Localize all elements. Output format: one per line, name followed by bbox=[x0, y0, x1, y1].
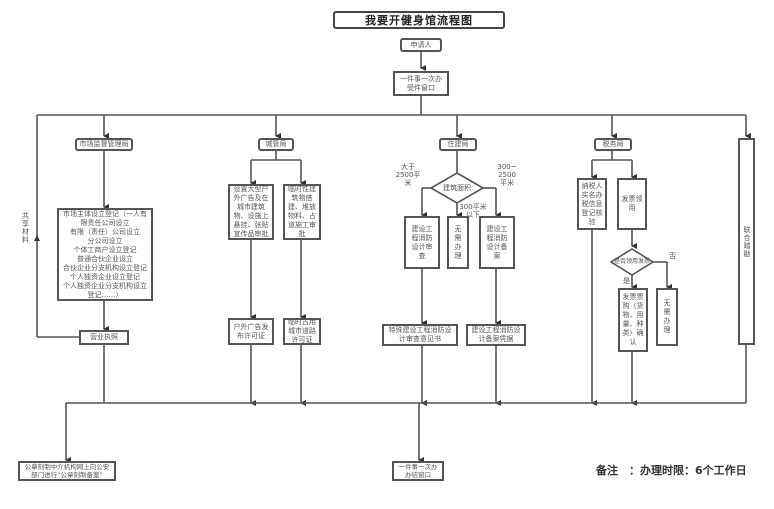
tax-no-item: 无 需 办 理 bbox=[656, 288, 678, 346]
joint-survey-label: 联合踏勘 bbox=[743, 225, 751, 258]
urban-left-result: 户外广告发 布许可证 bbox=[228, 318, 274, 345]
window-top-box: 一件事一次办 受件窗口 bbox=[393, 71, 449, 96]
window-bottom-box: 一件事一次办 办结窗口 bbox=[392, 461, 444, 481]
decision-area-diamond bbox=[429, 172, 485, 204]
business-license-box: 营业执照 bbox=[79, 330, 129, 345]
shared-materials-label: 共 享 材 料 bbox=[22, 212, 29, 244]
housing-right-item: 建设工 程消防 设计备 案 bbox=[479, 216, 515, 269]
urban-right-result: 临时占用 城市道路 许可证 bbox=[283, 318, 321, 345]
applicant-box: 申请人 bbox=[400, 38, 442, 52]
dept-housing: 住建局 bbox=[439, 138, 477, 151]
housing-right-result: 建设工程消防设 计备案凭据 bbox=[466, 324, 526, 346]
tax-yes-label: 是 bbox=[623, 277, 630, 285]
dept-market: 市场监督管理局 bbox=[75, 138, 133, 151]
tax-left-item: 纳税人 实名办 税信息 登记核 验 bbox=[577, 178, 607, 230]
urban-left-item: 设置大型户 外广告及在 城市建筑 物、设施上 悬挂、张贴 宣传品审批 bbox=[228, 184, 274, 240]
joint-survey-box: 联合踏勘 bbox=[738, 138, 755, 345]
decision-invoice-diamond bbox=[609, 248, 655, 276]
dept-tax: 税务局 bbox=[594, 138, 632, 151]
urban-right-item: 临时性建 筑物搭 建、堆放 物料、占 道施工审 批 bbox=[283, 184, 321, 240]
branch-large-label: 大于 2500平 米 bbox=[395, 163, 421, 187]
tax-right-item: 发票领 用 bbox=[617, 178, 647, 230]
tax-no-label: 否 bbox=[669, 252, 676, 260]
arrow-up-shared bbox=[34, 235, 40, 241]
dept-urban: 城管局 bbox=[258, 138, 294, 151]
housing-left-item: 建设工 程消防 设计审 查 bbox=[404, 216, 440, 269]
decision-invoice-label: 是否领用发票 bbox=[613, 258, 650, 265]
market-registration-box: 市场主体设立登记（一人有 限责任公司设立 有限（责任）公司设立 分公司设立 个体… bbox=[57, 208, 153, 301]
decision-area-label: 建筑面积 bbox=[443, 184, 471, 192]
page-title: 我要开健身馆流程图 bbox=[333, 11, 505, 29]
processing-time-note: 备注 ：办理时限：6个工作日 bbox=[596, 464, 747, 477]
branch-small-label: 300平米 以下 bbox=[459, 203, 487, 219]
housing-mid-item: 无 需 办 理 bbox=[447, 216, 469, 269]
seal-filing-box: 公章刻制中介机构网上向公安 部门进行“公章刻制备案” bbox=[18, 461, 116, 481]
housing-left-result: 特殊建设工程消防设 计审查意见书 bbox=[382, 324, 458, 346]
tax-yes-item: 发票票 购（货 物、用 量、种 类）确 认 bbox=[618, 288, 648, 352]
branch-medium-label: 300~ 2500 平米 bbox=[497, 163, 517, 187]
